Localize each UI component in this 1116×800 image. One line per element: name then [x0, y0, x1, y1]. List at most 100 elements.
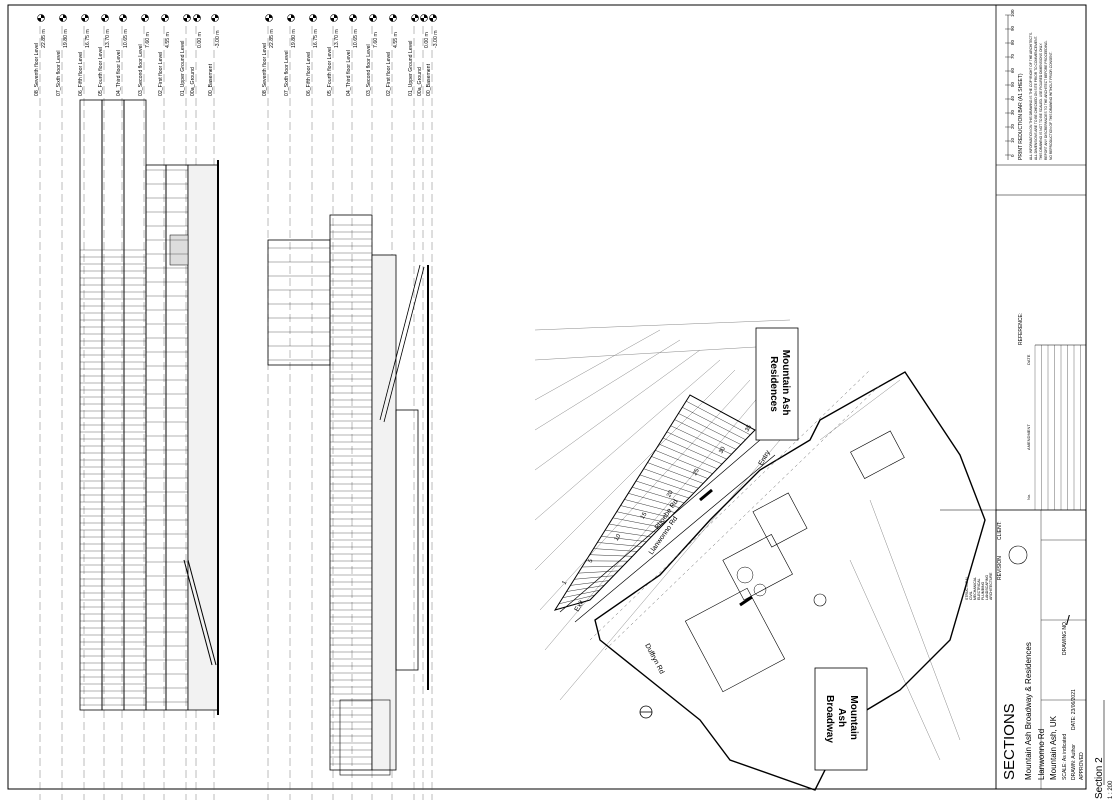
level-marker-icon: [369, 14, 377, 22]
section-b-building: [267, 214, 429, 776]
scale-tick: 80: [1010, 39, 1015, 45]
discipline-item: MECHANICAL: [973, 577, 977, 600]
level-elevation: 4.55 m: [165, 32, 171, 48]
section-a-building: [79, 99, 219, 715]
scale-tick: 70: [1010, 53, 1015, 59]
discipline-item: ARCHITECTURE: [989, 572, 993, 600]
view-label: Section 2: [1094, 757, 1105, 799]
level-name: 01_Upper Ground Level: [180, 41, 186, 96]
level-name: 02_First floor Level: [386, 52, 392, 96]
approved-text: APPROVED: [1079, 752, 1085, 780]
broadway-label-line2: Ash: [836, 708, 847, 727]
level-name: 06_Fifth floor Level: [78, 52, 84, 96]
level-name: 03_Second floor Level: [138, 44, 144, 96]
level-elevation: 22.85 m: [269, 29, 275, 48]
level-marker-icon: [37, 14, 45, 22]
sheet-title: SECTIONS: [1001, 703, 1018, 780]
level-marker-icon: [429, 14, 437, 22]
level-elevation: -3.00 m: [215, 30, 221, 48]
context-streets: [534, 319, 961, 761]
level-name: 04_Third floor Level: [346, 50, 352, 96]
plot-number: 30: [718, 446, 727, 455]
disclaimer-line: NO REPRODUCTION OF THIS DRAWING WITHOUT …: [1049, 52, 1053, 160]
no-label: No.: [1026, 494, 1031, 500]
scale-tick: 10: [1010, 137, 1015, 143]
level-name: 00_Basement: [426, 63, 432, 96]
plot-number: 1: [562, 580, 569, 586]
level-marker-icon: [420, 14, 428, 22]
drawing-no-label: DRAWING NO.: [1062, 621, 1068, 655]
address-line-1: Llanwonno Rd: [1037, 729, 1046, 780]
level-name: 07_Sixth floor Level: [284, 50, 290, 96]
level-elevation: -3.00 m: [433, 30, 439, 48]
level-elevation: 10.65 m: [353, 29, 359, 48]
level-elevation: 10.65 m: [123, 29, 129, 48]
level-name: 06_Fifth floor Level: [306, 52, 312, 96]
revision-circle-icon: [1008, 545, 1028, 565]
discipline-item: STRUCTURAL: [965, 576, 969, 600]
revision-label: REVISION: [997, 556, 1003, 580]
level-name: 00a_Ground: [190, 67, 196, 96]
plot-number: 5: [588, 558, 595, 564]
discipline-item: CIVIL: [969, 591, 973, 600]
level-marker-icon: [101, 14, 109, 22]
level-elevation: 19.80 m: [291, 29, 297, 48]
scale-tick: 20: [1010, 123, 1015, 129]
client-label: CLIENT:: [997, 521, 1003, 540]
level-elevation: 0.00 m: [197, 32, 203, 48]
level-elevation: 4.55 m: [393, 32, 399, 48]
level-marker-icon: [211, 14, 219, 22]
level-elevation: 0.00 m: [424, 32, 430, 48]
level-name: 08_Seventh floor Level: [34, 43, 40, 96]
view-scale: 1 : 200: [1108, 780, 1114, 799]
title-block: PRINT REDUCTION BAR (A1 SHEET) 010203040…: [940, 5, 1087, 790]
level-marker-icon: [349, 14, 357, 22]
reference-label: REFERENCE:: [1018, 313, 1024, 345]
level-marker-icon: [411, 14, 419, 22]
broadway-label-line3: Broadway: [824, 695, 835, 743]
print-reduction-label: PRINT REDUCTION BAR (A1 SHEET): [1018, 73, 1024, 160]
disclaimer-line: REPORT ANY DISCREPANCIES TO THE ARCHITEC…: [1044, 40, 1048, 160]
exit-label: Exit: [574, 599, 586, 613]
scale-tick: 60: [1010, 67, 1015, 73]
drawing-number-slash: /: [1066, 612, 1070, 628]
level-marker-icon: [141, 14, 149, 22]
svg-text:Mountain Ash Residences: Mountain Ash Residences: [768, 350, 791, 419]
level-name: 08_Seventh floor Level: [262, 43, 268, 96]
scale-tick: 90: [1010, 25, 1015, 31]
level-elevation: 7.60 m: [145, 32, 151, 48]
site-boundary: [594, 371, 986, 791]
date-col-label: DATE: [1026, 354, 1031, 365]
broadway-label-line1: Mountain: [848, 695, 859, 739]
level-name: 00_Basement: [208, 63, 214, 96]
level-marker-icon: [309, 14, 317, 22]
level-marker-icon: [389, 14, 397, 22]
level-name: 02_First floor Level: [158, 52, 164, 96]
scale-tick: 30: [1010, 109, 1015, 115]
amendment-label: AMENDMENT: [1026, 424, 1031, 450]
level-name: 05_Fourth floor Level: [98, 47, 104, 96]
level-name: 04_Third floor Level: [116, 50, 122, 96]
level-elevation: 13.70 m: [334, 29, 340, 48]
discipline-item: PLUMBING: [981, 581, 985, 600]
disclaimer-line: ALL DIMENSIONS ARE TO BE CHECKED ON SITE…: [1034, 36, 1038, 160]
level-marker-icon: [59, 14, 67, 22]
plot-number: 10: [614, 533, 623, 542]
discipline-item: LANDSCAPING: [985, 575, 989, 600]
level-marker-icon: [265, 14, 273, 22]
plot-number: 35: [745, 424, 754, 433]
level-marker-icon: [330, 14, 338, 22]
svg-text:Mountain Ash Broad: Mountain Ash Broadway: [824, 695, 859, 743]
scale-tick: 40: [1010, 95, 1015, 101]
level-name: 01_Upper Ground Level: [408, 41, 414, 96]
road: [559, 439, 776, 623]
drawn-text: DRAWN: Author: [1071, 744, 1077, 780]
scale-tick: 100: [1010, 9, 1015, 17]
disclaimer-line: ALL INFORMATION ON THIS DRAWING IS THE C…: [1029, 32, 1033, 160]
level-elevation: 19.80 m: [63, 29, 69, 48]
